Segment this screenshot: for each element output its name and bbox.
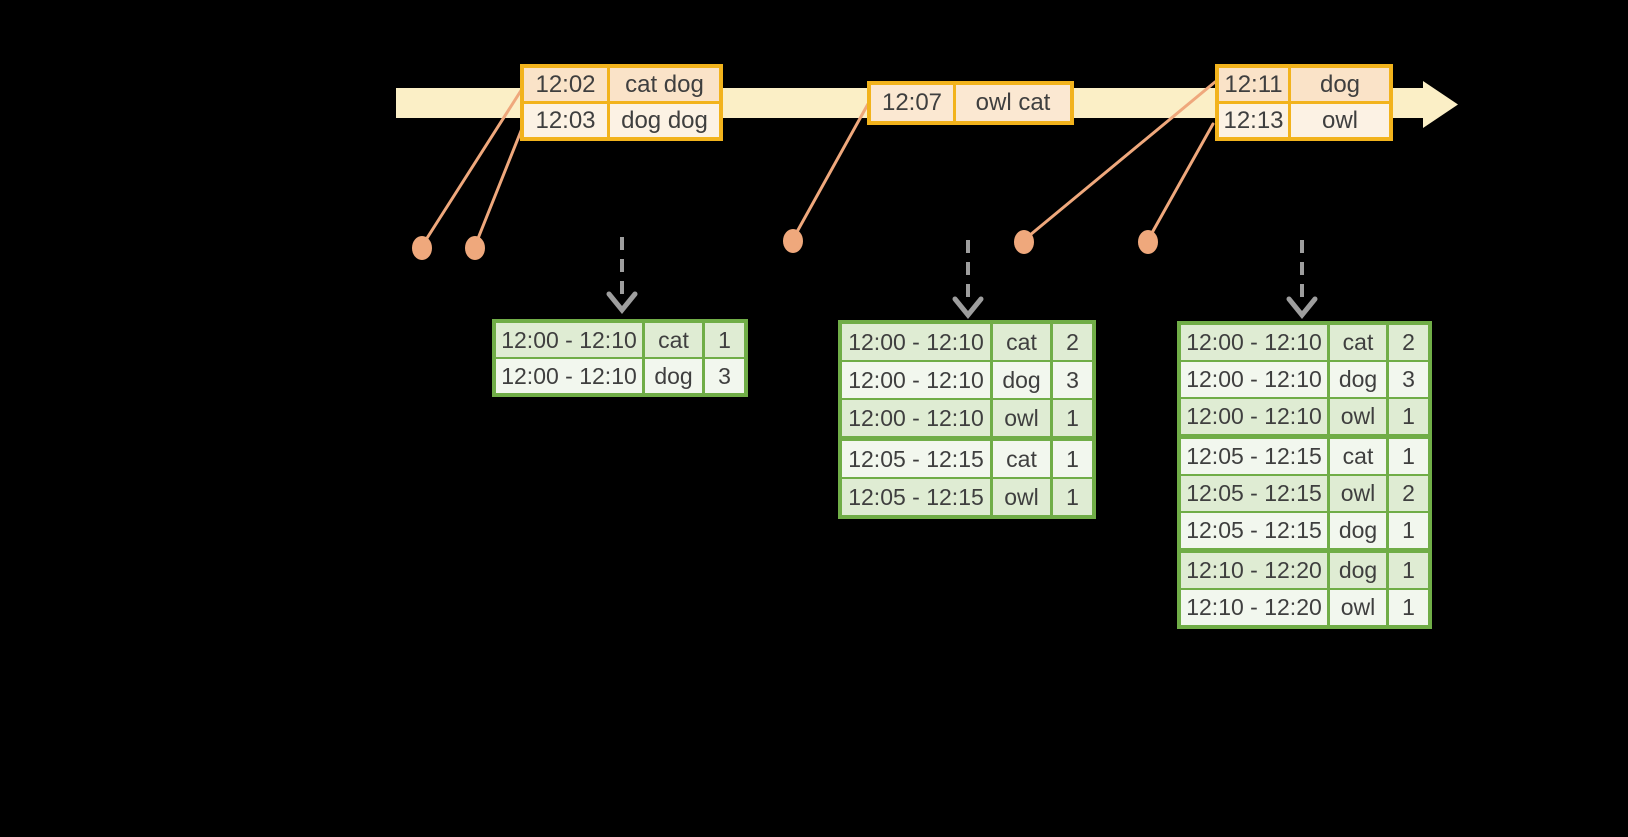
- word-cell: dog: [1330, 362, 1386, 397]
- word-cell: cat: [993, 324, 1050, 360]
- event-row: 12:11 dog: [1219, 68, 1389, 101]
- word-cell: cat: [993, 441, 1050, 477]
- word-cell: owl: [993, 479, 1050, 515]
- result-table-1: 12:00 - 12:10 cat 1 12:00 - 12:10 dog 3: [492, 319, 748, 397]
- word-cell: cat: [1330, 439, 1386, 474]
- event-words-cell: owl: [1291, 104, 1389, 137]
- table-row: 12:00 - 12:10 dog 3: [496, 359, 744, 393]
- event-words-cell: cat dog: [610, 68, 719, 101]
- event-row: 12:02 cat dog: [524, 68, 719, 101]
- event-row: 12:03 dog dog: [524, 104, 719, 137]
- event-row: 12:13 owl: [1219, 104, 1389, 137]
- count-cell: 3: [1053, 362, 1092, 398]
- word-cell: cat: [1330, 325, 1386, 360]
- event-box-2: 12:07 owl cat: [867, 81, 1074, 125]
- word-cell: dog: [993, 362, 1050, 398]
- count-cell: 2: [1053, 324, 1092, 360]
- count-cell: 1: [1053, 441, 1092, 477]
- count-cell: 1: [1389, 553, 1428, 588]
- table-row: 12:00 - 12:10 dog 3: [842, 362, 1092, 398]
- count-cell: 1: [1389, 590, 1428, 625]
- connector-line: [1022, 80, 1217, 242]
- event-time-cell: 12:07: [871, 85, 953, 121]
- window-cell: 12:10 - 12:20: [1181, 590, 1327, 625]
- word-cell: owl: [1330, 476, 1386, 511]
- window-cell: 12:05 - 12:15: [1181, 439, 1327, 474]
- word-cell: owl: [1330, 399, 1386, 434]
- count-cell: 1: [1389, 439, 1428, 474]
- count-cell: 3: [1389, 362, 1428, 397]
- count-cell: 1: [1389, 513, 1428, 548]
- connector-line: [420, 87, 524, 248]
- table-row: 12:05 - 12:15 cat 1: [1181, 439, 1428, 474]
- window-cell: 12:05 - 12:15: [1181, 476, 1327, 511]
- event-time-cell: 12:03: [524, 104, 607, 137]
- connector-line: [1146, 122, 1215, 242]
- event-time-cell: 12:11: [1219, 68, 1288, 101]
- event-box-3: 12:11 dog 12:13 owl: [1215, 64, 1393, 141]
- result-table-3: 12:00 - 12:10 cat 2 12:00 - 12:10 dog 3 …: [1177, 321, 1432, 629]
- count-cell: 1: [1389, 399, 1428, 434]
- trigger-arrowhead-icon: [952, 296, 984, 319]
- window-cell: 12:05 - 12:15: [842, 441, 990, 477]
- window-cell: 12:00 - 12:10: [1181, 362, 1327, 397]
- trigger-arrowhead-icon: [606, 291, 638, 314]
- event-dot-icon: [412, 236, 432, 260]
- word-cell: dog: [1330, 513, 1386, 548]
- table-row: 12:05 - 12:15 owl 1: [842, 479, 1092, 515]
- event-dot-icon: [1014, 230, 1034, 254]
- word-cell: cat: [645, 323, 702, 357]
- connector-line: [473, 124, 525, 248]
- connector-line: [791, 102, 870, 241]
- table-row: 12:05 - 12:15 dog 1: [1181, 513, 1428, 548]
- table-row: 12:00 - 12:10 cat 2: [1181, 325, 1428, 360]
- table-row: 12:00 - 12:10 cat 1: [496, 323, 744, 357]
- window-cell: 12:05 - 12:15: [842, 479, 990, 515]
- count-cell: 1: [1053, 400, 1092, 436]
- window-cell: 12:00 - 12:10: [1181, 399, 1327, 434]
- table-row: 12:00 - 12:10 dog 3: [1181, 362, 1428, 397]
- window-cell: 12:00 - 12:10: [496, 323, 642, 357]
- window-cell: 12:00 - 12:10: [496, 359, 642, 393]
- table-row: 12:10 - 12:20 dog 1: [1181, 553, 1428, 588]
- window-cell: 12:05 - 12:15: [1181, 513, 1327, 548]
- count-cell: 1: [1053, 479, 1092, 515]
- word-cell: dog: [1330, 553, 1386, 588]
- event-dot-icon: [465, 236, 485, 260]
- table-row: 12:05 - 12:15 cat 1: [842, 441, 1092, 477]
- table-row: 12:00 - 12:10 owl 1: [842, 400, 1092, 436]
- table-row: 12:00 - 12:10 cat 2: [842, 324, 1092, 360]
- trigger-arrowhead-icon: [1286, 296, 1318, 319]
- word-cell: owl: [1330, 590, 1386, 625]
- event-box-1: 12:02 cat dog 12:03 dog dog: [520, 64, 723, 141]
- event-words-cell: owl cat: [956, 85, 1070, 121]
- event-words-cell: dog dog: [610, 104, 719, 137]
- event-row: 12:07 owl cat: [871, 85, 1070, 121]
- event-time-cell: 12:02: [524, 68, 607, 101]
- table-row: 12:00 - 12:10 owl 1: [1181, 399, 1428, 434]
- window-cell: 12:10 - 12:20: [1181, 553, 1327, 588]
- result-table-2: 12:00 - 12:10 cat 2 12:00 - 12:10 dog 3 …: [838, 320, 1096, 519]
- count-cell: 3: [705, 359, 744, 393]
- count-cell: 2: [1389, 325, 1428, 360]
- word-cell: owl: [993, 400, 1050, 436]
- window-cell: 12:00 - 12:10: [842, 400, 990, 436]
- word-cell: dog: [645, 359, 702, 393]
- table-row: 12:10 - 12:20 owl 1: [1181, 590, 1428, 625]
- event-dot-icon: [783, 229, 803, 253]
- window-cell: 12:00 - 12:10: [842, 362, 990, 398]
- event-words-cell: dog: [1291, 68, 1389, 101]
- event-time-cell: 12:13: [1219, 104, 1288, 137]
- window-cell: 12:00 - 12:10: [1181, 325, 1327, 360]
- count-cell: 1: [705, 323, 744, 357]
- table-row: 12:05 - 12:15 owl 2: [1181, 476, 1428, 511]
- count-cell: 2: [1389, 476, 1428, 511]
- window-cell: 12:00 - 12:10: [842, 324, 990, 360]
- event-dot-icon: [1138, 230, 1158, 254]
